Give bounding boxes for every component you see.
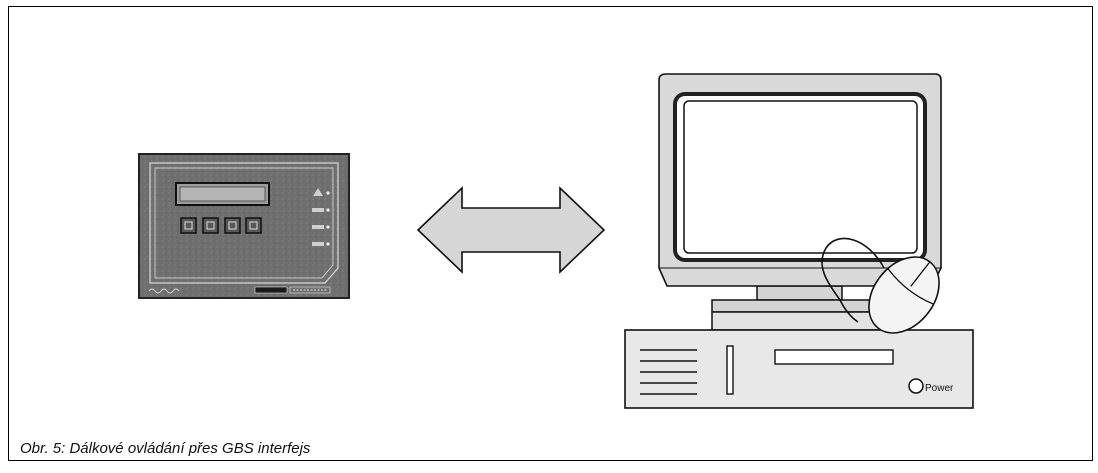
- system-unit: [624, 329, 974, 409]
- monitor-screen: [683, 100, 918, 254]
- monitor-neck: [756, 285, 843, 301]
- computer: Power: [624, 73, 974, 409]
- mouse-cable: [821, 237, 885, 323]
- indicator-1: [312, 208, 324, 212]
- power-label: Power: [925, 383, 954, 394]
- button-left: [180, 217, 197, 234]
- alarm-indicator: [313, 188, 323, 196]
- controller-panel-outline-inner: [154, 167, 334, 279]
- button-enter: [245, 217, 262, 234]
- indicator-3: [312, 242, 324, 246]
- indicator-2: [312, 225, 324, 229]
- controller-panel-outline-outer: [149, 162, 339, 284]
- bidirectional-arrow: [416, 186, 606, 274]
- controller-buttons: [180, 217, 262, 234]
- controller-unit: [138, 153, 350, 299]
- figure-caption: Obr. 5: Dálkové ovládání přes GBS interf…: [20, 440, 311, 457]
- vent-lines-icon: [640, 349, 697, 395]
- controller-indicators: [312, 188, 330, 246]
- mouse-icon: [868, 256, 940, 334]
- disk-drive: [774, 349, 894, 365]
- controller-display-glass: [179, 186, 266, 202]
- button-up: [202, 217, 219, 234]
- power-button-icon: [908, 378, 924, 394]
- monitor-stand-base: [711, 311, 889, 331]
- controller-model-plate: [254, 286, 331, 294]
- button-down: [224, 217, 241, 234]
- controller-logo: [148, 288, 180, 294]
- unit-slot: [726, 345, 734, 395]
- monitor-stand-top: [711, 299, 889, 313]
